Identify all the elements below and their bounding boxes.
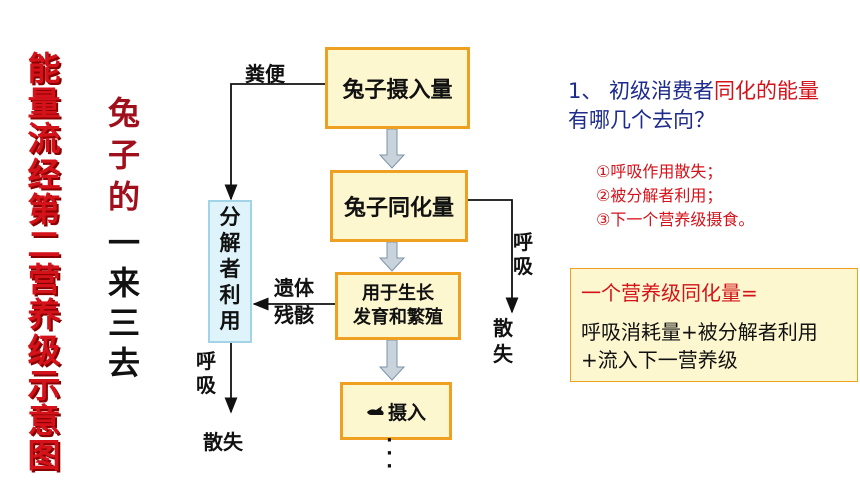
answer-item: ②被分解者利用； (596, 186, 723, 205)
question-highlight-energy: 能量 (777, 79, 820, 103)
title-char: 第 (27, 189, 61, 229)
respiration-right-arrow (468, 199, 519, 314)
formula-box: 一个营养级同化量= 呼吸消耗量+被分解者利用+流入下一营养级 (570, 268, 858, 382)
dissipation-char: 散 (493, 316, 513, 340)
respiration-right-label: 呼 吸 (513, 232, 533, 280)
subtitle-rabbit: 兔 子 的 (104, 97, 144, 223)
decomposer-char: 分 (219, 204, 241, 229)
respiration-char: 吸 (513, 254, 533, 278)
respiration-char: 呼 (196, 349, 216, 373)
respiration-char: 呼 (513, 230, 533, 254)
subtitle-char: 去 (107, 344, 140, 382)
rabbit-icon (366, 406, 384, 415)
decomposer-char: 用 (219, 308, 241, 333)
subtitle-char: 三 (107, 304, 140, 342)
respiration-left-label: 呼 吸 (196, 351, 216, 399)
answer-list: ①呼吸作用散失； ②被分解者利用； ③下一个营养级摄食。 (596, 160, 754, 232)
feces-label: 粪便 (245, 62, 285, 86)
title-char: 示 (27, 365, 61, 405)
question-text: 1、 初级消费者同化的能量有哪几个去向？ (568, 77, 838, 136)
answer-item: ①呼吸作用散失； (596, 162, 723, 181)
growth-line-2: 发育和繁殖 (353, 307, 443, 328)
next-level-intake-box: 摄入 (340, 382, 452, 440)
rabbit-intake-box: 兔子摄入量 (325, 47, 470, 129)
rabbit-assimilation-label: 兔子同化量 (343, 196, 454, 221)
title-char: 养 (27, 295, 61, 335)
remains-label: 遗体 残骸 (264, 275, 324, 329)
title-char: 流 (27, 119, 61, 159)
remains-line-1: 遗体 (274, 276, 314, 300)
dissipation-right-label: 散 失 (493, 318, 513, 370)
decomposer-char: 解 (219, 230, 241, 255)
growth-line-1: 用于生长 (362, 282, 434, 304)
diagram-title: 能 量 流 经 第 二 营 养 级 示 意 图 (22, 52, 66, 474)
continuation-dots: · · · (386, 430, 393, 477)
subtitle-char: 子 (107, 136, 140, 174)
title-char: 经 (27, 154, 61, 194)
title-char: 二 (27, 224, 61, 264)
title-char: 图 (27, 436, 61, 476)
answer-item: ③下一个营养级摄食。 (596, 210, 755, 229)
subtitle-char: 的 (107, 178, 140, 216)
next-intake-label: 摄入 (387, 401, 426, 424)
title-char: 量 (27, 84, 61, 124)
rabbit-assimilation-box: 兔子同化量 (330, 170, 468, 242)
growth-reproduction-box: 用于生长 发育和繁殖 (335, 272, 461, 340)
subtitle-char: 一 (107, 224, 140, 262)
subtitle-char: 兔 (107, 94, 140, 132)
rabbit-intake-label: 兔子摄入量 (342, 78, 453, 103)
block-arrow-intake-to-assimilation (378, 128, 406, 169)
question-suffix: 有哪几个去向？ (568, 108, 715, 133)
question-highlight-assimilated: 同化的 (714, 79, 778, 103)
decomposer-box: 分 解 者 利 用 (208, 200, 252, 343)
remains-line-2: 残骸 (274, 303, 314, 327)
formula-body: 呼吸消耗量+被分解者利用+流入下一营养级 (581, 320, 818, 372)
title-char: 能 (27, 49, 61, 88)
question-prefix: 1、 初级消费者 (568, 79, 715, 103)
dissipation-left-label: 散失 (203, 430, 243, 454)
block-arrow-growth-to-next (378, 339, 406, 381)
feces-arrow (224, 83, 325, 201)
dot: · (386, 456, 393, 477)
dot: · (386, 430, 393, 451)
respiration-char: 吸 (196, 373, 216, 397)
dot: · (386, 443, 393, 464)
title-char: 意 (27, 400, 61, 440)
title-char: 级 (27, 330, 61, 370)
decomposer-char: 利 (219, 282, 241, 307)
formula-title: 一个营养级同化量= (581, 281, 758, 305)
decomposer-char: 者 (219, 256, 241, 281)
block-arrow-assimilation-to-growth (378, 241, 406, 272)
dissipation-char: 失 (493, 342, 513, 366)
title-char: 营 (27, 260, 61, 300)
subtitle-char: 来 (107, 264, 140, 302)
subtitle-one-in-three-out: 一 来 三 去 (104, 227, 144, 387)
